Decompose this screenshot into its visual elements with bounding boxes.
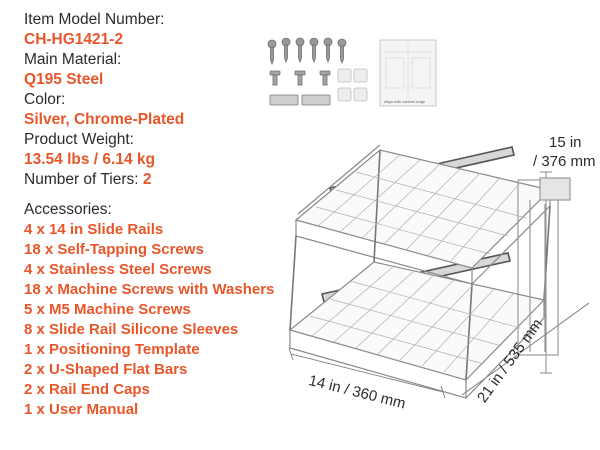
color-label: Color: <box>24 91 66 108</box>
accessory-item: 2 x U-Shaped Flat Bars <box>24 361 188 378</box>
accessory-item: 8 x Slide Rail Silicone Sleeves <box>24 321 239 338</box>
model-number-value: CH-HG1421-2 <box>24 31 124 48</box>
template-caption: Align with cabinet edge <box>384 99 426 104</box>
sleeve-icon <box>337 68 352 83</box>
screw-icon <box>309 37 319 64</box>
machine-screws-group <box>269 70 331 86</box>
machine-screw-icon <box>269 70 281 86</box>
height-label-in: 15 in <box>549 134 582 151</box>
sleeve-icon <box>353 87 368 102</box>
accessories-list: 4 x 14 in Slide Rails 18 x Self-Tapping … <box>24 220 324 420</box>
wire-basket <box>288 144 571 399</box>
lower-grid <box>309 265 521 373</box>
accessory-item: 5 x M5 Machine Screws <box>24 301 191 318</box>
screw-icon <box>281 37 291 64</box>
upper-grid <box>315 154 527 263</box>
spec-list: Item Model Number: CH-HG1421-2 Main Mate… <box>24 10 324 420</box>
upper-tier <box>294 144 552 285</box>
model-number-label: Item Model Number: <box>24 11 165 28</box>
accessory-item: 18 x Self-Tapping Screws <box>24 241 204 258</box>
flat-bars-group <box>269 94 331 106</box>
screw-icon <box>267 39 277 66</box>
machine-screw-icon <box>294 70 306 86</box>
tiers-label: Number of Tiers: <box>24 171 139 188</box>
color-value: Silver, Chrome-Plated <box>24 111 185 128</box>
material-label: Main Material: <box>24 51 122 68</box>
screws-group <box>267 37 347 66</box>
sleeve-icon <box>337 87 352 102</box>
machine-screw-icon <box>319 70 331 86</box>
weight-label: Product Weight: <box>24 131 134 148</box>
back-frame <box>517 177 571 356</box>
accessory-item: 4 x 14 in Slide Rails <box>24 221 164 238</box>
flat-bar-icon <box>269 94 299 106</box>
positioning-template <box>379 39 437 107</box>
screw-icon <box>323 37 333 64</box>
material-value: Q195 Steel <box>24 71 104 88</box>
accessory-item: 1 x Positioning Template <box>24 341 200 358</box>
sleeve-icon <box>353 68 368 83</box>
accessory-item: 1 x User Manual <box>24 401 139 418</box>
accessory-item: 4 x Stainless Steel Screws <box>24 261 212 278</box>
tiers-row: Number of Tiers: 2 <box>24 170 324 190</box>
weight-value: 13.54 lbs / 6.14 kg <box>24 151 155 168</box>
screw-icon <box>295 37 305 64</box>
accessories-heading: Accessories: <box>24 201 112 218</box>
silicone-sleeves-group <box>337 68 368 102</box>
height-label-mm: / 376 mm <box>533 153 596 170</box>
tiers-value: 2 <box>142 171 152 188</box>
accessory-item: 2 x Rail End Caps <box>24 381 150 398</box>
flat-bar-icon <box>301 94 331 106</box>
screw-icon <box>337 38 347 65</box>
accessory-item: 18 x Machine Screws with Washers <box>24 281 275 298</box>
